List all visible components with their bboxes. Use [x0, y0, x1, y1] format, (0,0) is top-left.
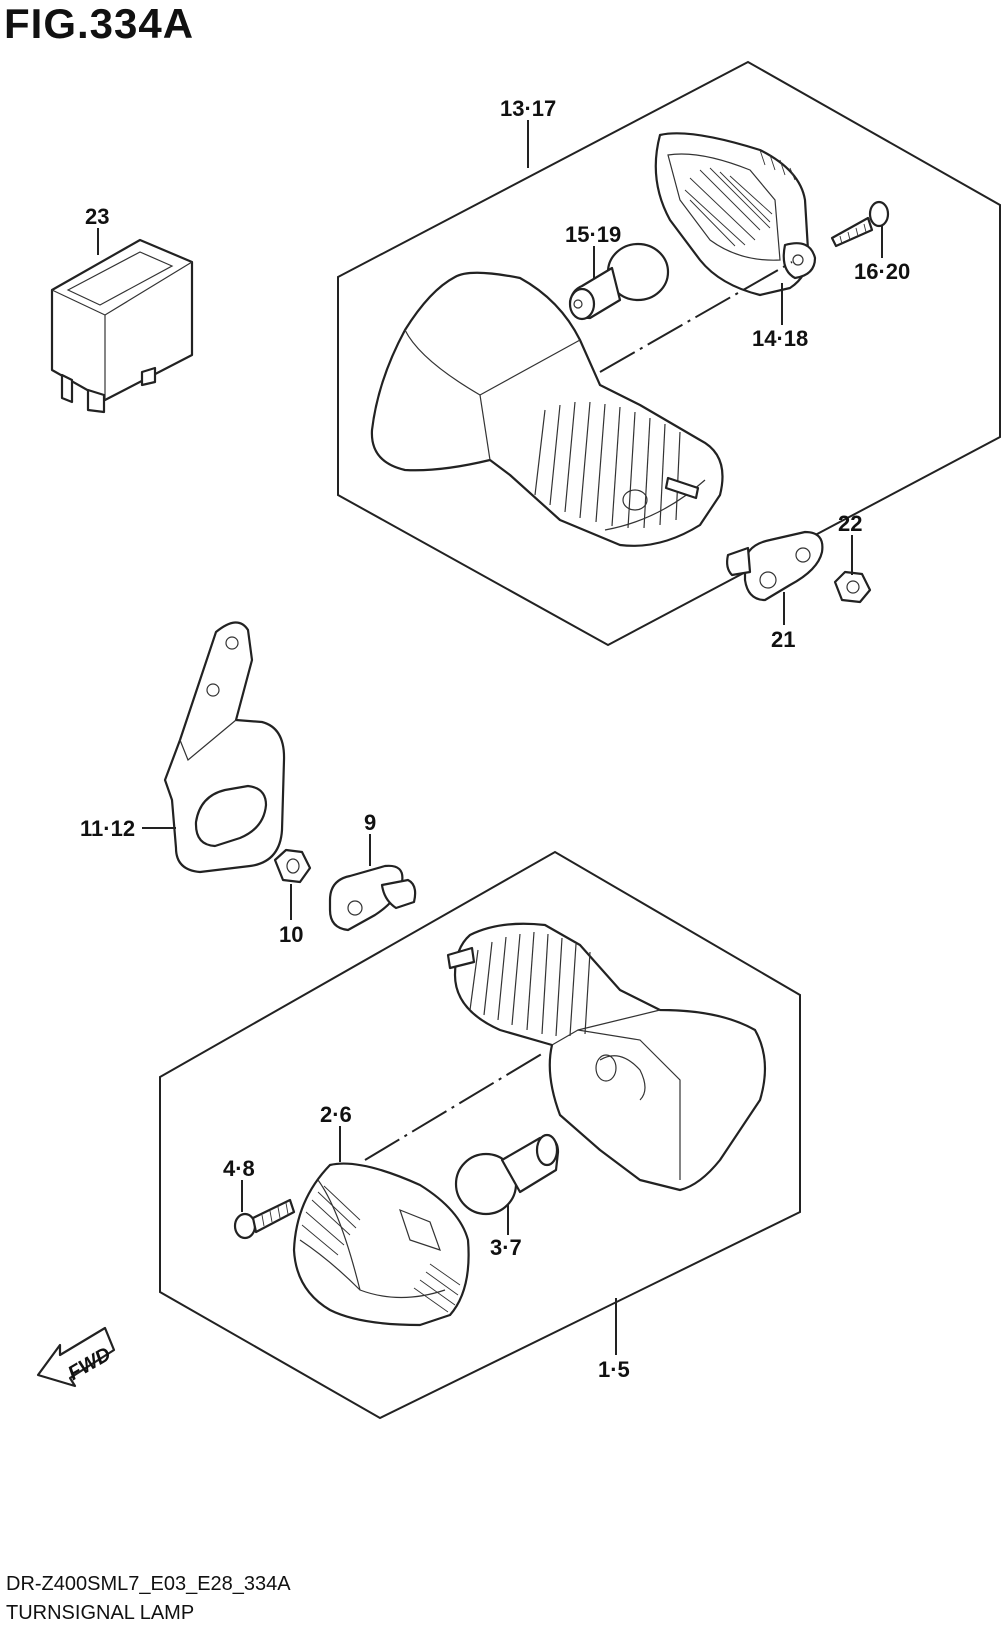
callout-23: 23	[85, 204, 109, 229]
hex-nut	[833, 570, 872, 604]
mounting-washer	[726, 530, 824, 602]
rear-turnsignal-lens	[654, 132, 817, 297]
leader-lines	[97, 120, 883, 1355]
front-turnsignal-housing	[446, 922, 767, 1192]
diagram-code: DR-Z400SML7_E03_E28_334A	[6, 1573, 291, 1595]
callout-22: 22	[838, 511, 862, 536]
callout-13-17: 13·17	[500, 96, 556, 121]
rear-turnsignal-housing	[370, 271, 724, 547]
callout-9: 9	[364, 810, 376, 835]
front-mounting-washer	[328, 864, 417, 932]
figure-title: FIG.334A	[4, 0, 195, 47]
callout-3-7: 3·7	[490, 1235, 522, 1260]
callout-16-20: 16·20	[854, 259, 910, 284]
callout-21: 21	[771, 627, 795, 652]
upper-assembly-frame	[337, 60, 1001, 647]
callout-4-8: 4·8	[223, 1156, 255, 1181]
diagram-name: TURNSIGNAL LAMP	[6, 1602, 195, 1624]
callout-1-5: 1·5	[598, 1357, 630, 1382]
forward-direction-arrow: FWD	[36, 1326, 116, 1388]
lens-screw-upper	[830, 200, 890, 248]
lower-assembly-frame	[159, 850, 801, 1420]
rear-turnsignal-bulb	[568, 242, 670, 321]
lens-screw-lower	[233, 1198, 296, 1240]
callout-14-18: 14·18	[752, 326, 808, 351]
callout-15-19: 15·19	[565, 222, 621, 247]
callout-11-12: 11·12	[80, 816, 135, 841]
front-turnsignal-bulb	[454, 1133, 560, 1216]
callout-10: 10	[279, 922, 303, 947]
spacer-collar	[273, 848, 312, 884]
turnsignal-bracket	[163, 621, 286, 874]
front-turnsignal-lens	[292, 1162, 470, 1327]
turnsignal-relay	[50, 238, 194, 414]
callout-2-6: 2·6	[320, 1102, 352, 1127]
